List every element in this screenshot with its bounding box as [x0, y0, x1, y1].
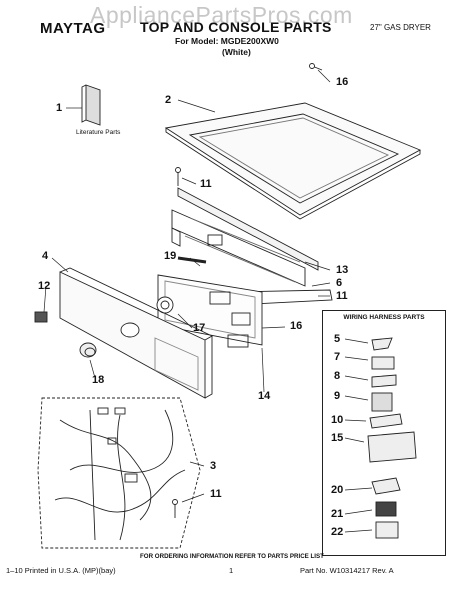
callout-17: 17 — [193, 322, 206, 334]
callout-8: 8 — [334, 370, 341, 382]
callout-12: 12 — [38, 280, 51, 292]
callout-9: 9 — [334, 390, 341, 402]
callout-6: 6 — [336, 277, 343, 289]
callout-2: 2 — [165, 94, 172, 106]
harness-part-15 — [367, 431, 417, 463]
callout-20: 20 — [331, 484, 344, 496]
callout-21: 21 — [331, 508, 344, 520]
callout-15: 15 — [331, 432, 344, 444]
literature-parts-label: Literature Parts — [76, 129, 121, 136]
callout-5: 5 — [334, 333, 341, 345]
control-board — [156, 256, 263, 348]
screw-11-bottom — [172, 499, 178, 518]
color-line: (White) — [222, 47, 251, 57]
harness-part-8 — [371, 374, 397, 388]
callout-11-bottom: 11 — [210, 488, 222, 500]
part-number: Part No. W10314217 Rev. A — [300, 566, 394, 575]
callout-16-top: 16 — [336, 76, 349, 88]
clip-12 — [34, 311, 48, 323]
callout-16-board: 16 — [290, 320, 303, 332]
harness-part-21 — [375, 501, 397, 517]
product-type: 27" GAS DRYER — [370, 23, 431, 32]
callout-18: 18 — [92, 374, 105, 386]
brand-logo: MAYTAG — [40, 20, 106, 37]
console-panel — [59, 267, 213, 399]
callout-13: 13 — [336, 264, 349, 276]
literature-booklet — [81, 84, 101, 126]
page-title: TOP AND CONSOLE PARTS — [140, 19, 332, 35]
screw-16-top — [309, 63, 323, 71]
page-number: 1 — [229, 566, 234, 575]
callout-19: 19 — [164, 250, 177, 262]
ordering-note: FOR ORDERING INFORMATION REFER TO PARTS … — [140, 553, 324, 560]
wiring-harness-box-title: WIRING HARNESS PARTS — [343, 314, 425, 321]
print-info: 1–10 Printed in U.S.A. (MP)(bay) — [6, 566, 116, 575]
harness-part-7 — [371, 356, 395, 370]
callout-3: 3 — [210, 460, 217, 472]
harness-part-22 — [375, 521, 399, 539]
callout-14: 14 — [258, 390, 271, 402]
harness-part-9 — [371, 392, 393, 412]
callout-4: 4 — [42, 250, 49, 262]
screw-11-top — [175, 167, 181, 186]
callout-11-right: 11 — [336, 290, 348, 302]
harness-part-20 — [371, 477, 401, 495]
watermark: AppliancePartsPros.com — [90, 2, 353, 28]
harness-part-5 — [371, 337, 393, 351]
callout-10: 10 — [331, 414, 344, 426]
top-panel — [164, 102, 422, 220]
callout-22: 22 — [331, 526, 344, 538]
wiring-harness — [37, 397, 201, 549]
callout-11-top: 11 — [200, 178, 212, 190]
callout-1: 1 — [56, 102, 63, 114]
callout-7: 7 — [334, 351, 341, 363]
model-line: For Model: MGDE200XW0 — [175, 36, 279, 46]
knob — [79, 342, 97, 358]
harness-part-10 — [369, 413, 403, 429]
wiring-harness-box — [322, 310, 446, 556]
